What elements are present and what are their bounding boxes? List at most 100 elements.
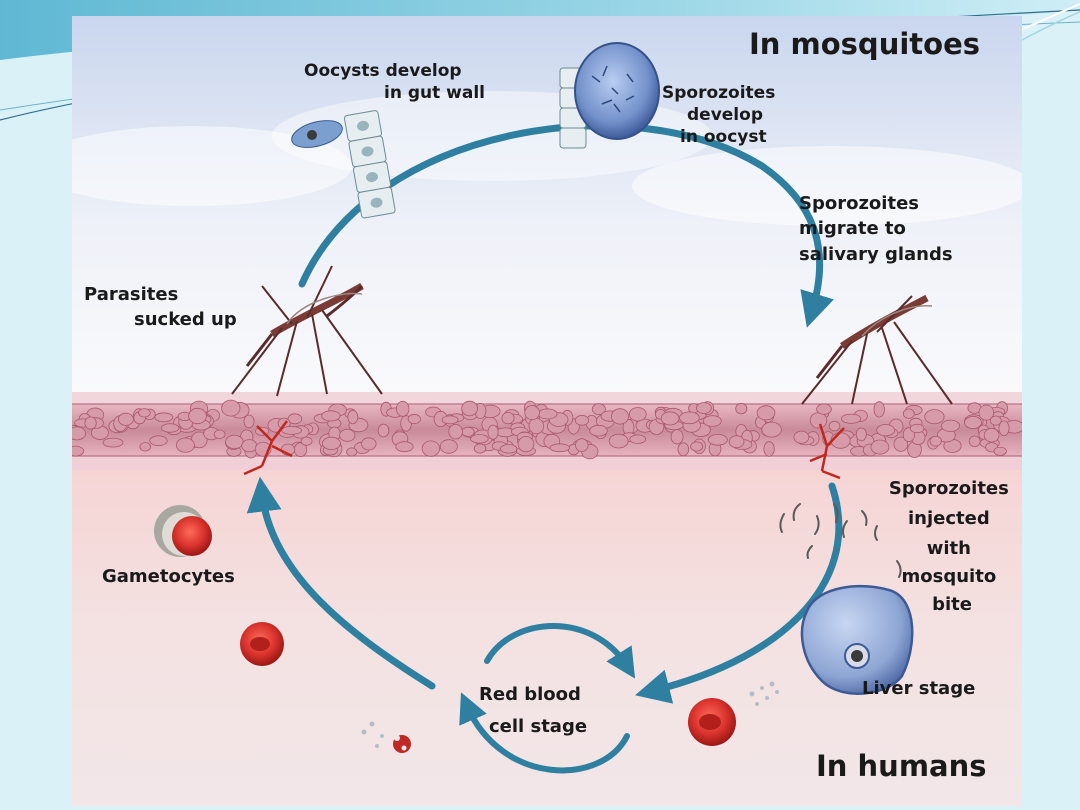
tissue-cell bbox=[549, 443, 571, 453]
tissue-cell bbox=[574, 414, 590, 426]
tissue-cell bbox=[696, 402, 712, 415]
tissue-cell bbox=[707, 433, 728, 446]
tissue-cell bbox=[138, 408, 151, 418]
gut-wall-cells-left bbox=[291, 110, 396, 219]
tissue-cell bbox=[102, 437, 124, 448]
tissue-cell bbox=[321, 436, 341, 450]
skin-tissue-band bbox=[72, 392, 1022, 470]
tissue-cell bbox=[287, 413, 303, 425]
tissue-cell bbox=[300, 436, 313, 446]
tissue-cell bbox=[396, 400, 410, 417]
malaria-life-cycle-diagram: In mosquitoes In humans Oocysts develop … bbox=[72, 16, 1022, 806]
merozoite-dots-liver bbox=[749, 681, 779, 706]
red-blood-cell-free bbox=[240, 622, 284, 666]
tissue-cell bbox=[439, 439, 458, 454]
label-rbc-stage: Red blood cell stage bbox=[479, 684, 587, 737]
tissue-cell bbox=[756, 405, 776, 421]
gametocyte-cell bbox=[154, 505, 212, 557]
tissue-cell bbox=[924, 409, 945, 425]
tissue-cell bbox=[828, 420, 841, 432]
tissue-cell bbox=[964, 415, 982, 430]
tissue-cell bbox=[347, 409, 359, 425]
tissue-cell bbox=[816, 403, 832, 415]
tissue-cell bbox=[941, 419, 961, 432]
label-liver-stage: Liver stage bbox=[862, 678, 975, 699]
tissue-cell bbox=[998, 420, 1010, 437]
tissue-cell bbox=[221, 399, 241, 417]
tissue-cell bbox=[591, 403, 606, 415]
tissue-cell bbox=[346, 447, 358, 457]
tissue-cell bbox=[968, 435, 981, 448]
tissue-cell bbox=[72, 445, 85, 457]
tissue-cell bbox=[690, 441, 704, 452]
tissue-cell bbox=[677, 442, 690, 457]
oocyst-with-sporozoites bbox=[559, 42, 660, 149]
tissue-cell bbox=[528, 417, 545, 435]
label-in-mosquitoes: In mosquitoes bbox=[749, 27, 980, 61]
tissue-cell bbox=[629, 434, 646, 444]
tissue-cell bbox=[421, 440, 441, 457]
tissue-cell bbox=[840, 413, 862, 424]
label-sporozoites-develop: Sporozoites develop in oocyst bbox=[662, 83, 781, 147]
tissue-cell bbox=[500, 444, 518, 454]
label-sporozoites-migrate: Sporozoites migrate to salivary glands bbox=[799, 193, 953, 265]
tissue-cell bbox=[441, 415, 459, 425]
label-parasites-sucked: Parasites sucked up bbox=[84, 284, 237, 330]
tissue-cell bbox=[809, 412, 828, 429]
tissue-cell bbox=[761, 421, 782, 438]
ruptured-red-cell bbox=[361, 721, 411, 753]
tissue-cell bbox=[735, 402, 748, 415]
tissue-cell bbox=[225, 434, 244, 450]
tissue-cell bbox=[870, 439, 890, 455]
tissue-cell bbox=[448, 424, 463, 440]
tissue-cell bbox=[321, 410, 341, 422]
tissue-cell bbox=[524, 405, 540, 421]
tissue-cell bbox=[188, 407, 207, 425]
tissue-cell bbox=[241, 439, 258, 453]
tissue-cell bbox=[855, 427, 867, 442]
tissue-cell bbox=[176, 437, 195, 453]
tissue-cell bbox=[660, 411, 680, 426]
tissue-cell bbox=[575, 438, 589, 452]
tissue-cell bbox=[461, 426, 475, 437]
tissue-cell bbox=[361, 437, 377, 451]
tissue-cell bbox=[993, 446, 1007, 456]
tissue-cell bbox=[902, 408, 915, 419]
tissue-cell bbox=[501, 411, 515, 425]
label-oocysts: Oocysts develop in gut wall bbox=[304, 61, 485, 103]
tissue-cell bbox=[243, 414, 255, 429]
tissue-cell bbox=[670, 429, 684, 445]
tissue-cell bbox=[893, 436, 909, 452]
tissue-cell bbox=[983, 427, 1000, 443]
tissue-cell bbox=[517, 435, 535, 453]
tissue-cell bbox=[339, 428, 356, 442]
tissue-cell bbox=[876, 424, 896, 437]
tissue-cell bbox=[395, 441, 414, 453]
tissue-cell bbox=[281, 425, 302, 435]
tissue-cell bbox=[149, 435, 168, 447]
tissue-cell bbox=[628, 407, 647, 422]
tissue-cell bbox=[487, 424, 499, 440]
label-sporozoites-injected: Sporozoites injected with mosquito bite bbox=[889, 478, 1015, 615]
tissue-cell bbox=[679, 411, 700, 425]
tissue-cell bbox=[989, 415, 1002, 426]
label-gametocytes: Gametocytes bbox=[102, 566, 235, 587]
tissue-cell bbox=[377, 423, 390, 438]
tissue-cell bbox=[929, 435, 942, 447]
tissue-cell bbox=[978, 404, 995, 421]
liver-cell bbox=[800, 585, 914, 695]
tissue-cell bbox=[154, 412, 174, 423]
tissue-cell bbox=[72, 426, 87, 441]
tissue-cell bbox=[470, 434, 489, 444]
mosquito-left bbox=[231, 265, 383, 397]
rbc-cycle-loop bbox=[459, 623, 636, 774]
tissue-cell bbox=[728, 435, 745, 449]
tissue-cell bbox=[909, 423, 925, 434]
tissue-cell bbox=[702, 415, 722, 427]
tissue-cell bbox=[611, 408, 630, 425]
tissue-cell bbox=[873, 401, 885, 418]
tissue-cell bbox=[461, 400, 478, 417]
capillary-left bbox=[243, 420, 293, 476]
tissue-cell bbox=[763, 441, 775, 457]
capillary-right bbox=[809, 423, 845, 480]
